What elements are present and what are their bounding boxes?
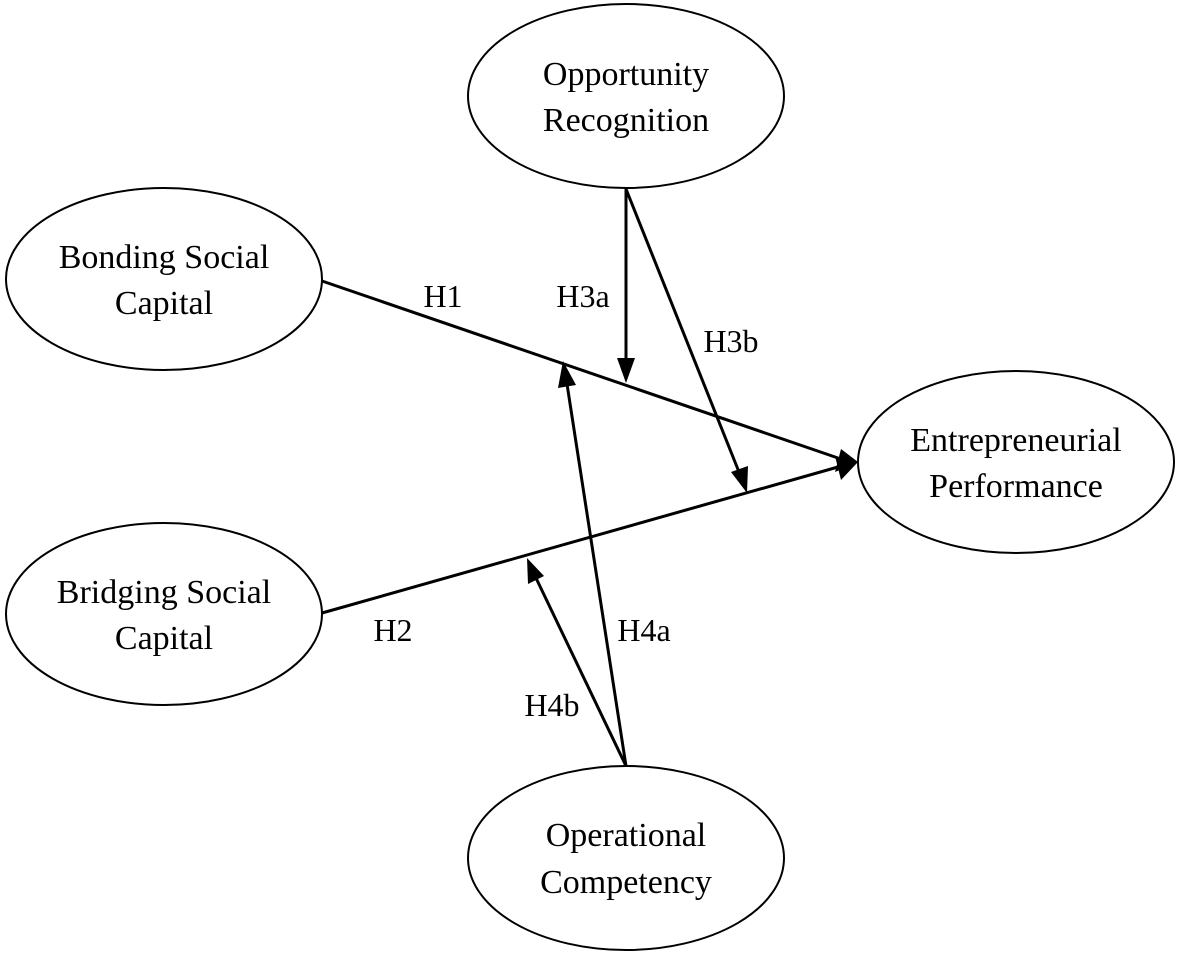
label-h3b: H3b xyxy=(703,323,758,359)
node-entrepreneurial-performance: Entrepreneurial Performance xyxy=(857,370,1175,554)
edge-labels: H1 H2 H3a H3b H4a H4b xyxy=(373,278,758,723)
node-bridging-social-capital-line2: Capital xyxy=(115,620,213,657)
edge-h3b-arrowhead xyxy=(731,466,748,493)
edges xyxy=(321,188,858,767)
node-bonding-social-capital-line1: Bonding Social xyxy=(59,239,270,276)
edge-h1-bonding-to-performance xyxy=(321,279,839,460)
node-entrepreneurial-performance-line1: Entrepreneurial xyxy=(910,422,1121,459)
node-operational-competency-ellipse xyxy=(467,765,785,951)
node-entrepreneurial-performance-line2: Performance xyxy=(929,468,1103,505)
node-opportunity-recognition: Opportunity Recognition xyxy=(467,3,785,189)
label-h3a: H3a xyxy=(556,278,609,314)
edge-h2-arrowhead xyxy=(835,456,858,480)
node-operational-competency-line2: Competency xyxy=(540,864,712,901)
edge-h3a-arrowhead xyxy=(617,358,635,383)
node-bridging-social-capital-line1: Bridging Social xyxy=(57,574,271,611)
edge-h4a-competency-moderation xyxy=(565,383,628,767)
node-opportunity-recognition-line1: Opportunity xyxy=(543,56,709,93)
node-opportunity-recognition-line2: Recognition xyxy=(543,102,709,139)
label-h4b: H4b xyxy=(524,687,579,723)
node-opportunity-recognition-ellipse xyxy=(467,3,785,189)
edge-h3b-opportunity-moderation xyxy=(624,188,741,473)
label-h4a: H4a xyxy=(617,612,670,648)
node-bonding-social-capital-ellipse xyxy=(5,187,323,371)
edge-h2-bridging-to-performance xyxy=(321,465,839,615)
node-bridging-social-capital: Bridging Social Capital xyxy=(5,522,323,706)
edge-h4b-arrowhead xyxy=(527,558,544,584)
node-operational-competency-line1: Operational xyxy=(546,817,707,854)
edge-h4b-competency-moderation xyxy=(534,577,628,767)
label-h2: H2 xyxy=(373,612,412,648)
label-h1: H1 xyxy=(423,278,462,314)
node-bonding-social-capital: Bonding Social Capital xyxy=(5,187,323,371)
node-bonding-social-capital-line2: Capital xyxy=(115,285,213,322)
edge-h4a-arrowhead xyxy=(558,361,576,388)
node-entrepreneurial-performance-ellipse xyxy=(857,370,1175,554)
node-operational-competency: Operational Competency xyxy=(467,765,785,951)
node-bridging-social-capital-ellipse xyxy=(5,522,323,706)
